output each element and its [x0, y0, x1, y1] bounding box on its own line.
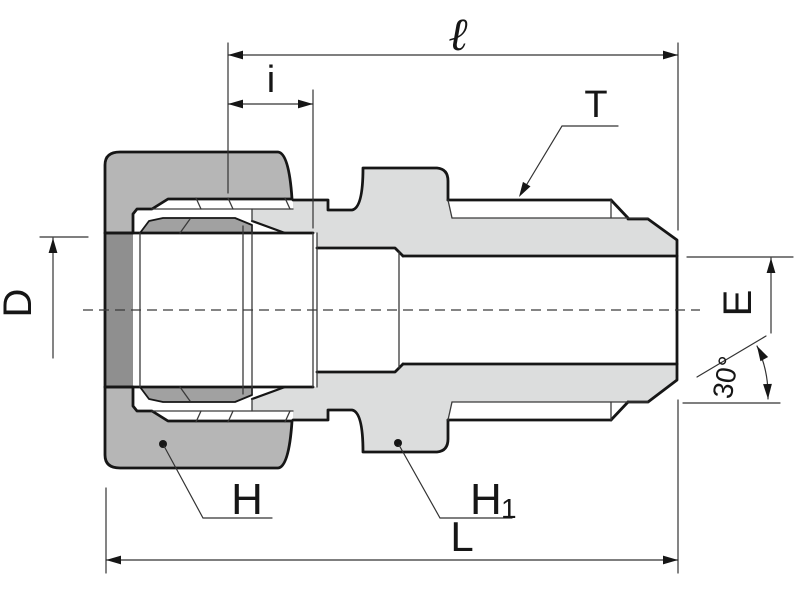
dimension-D: D	[0, 236, 89, 359]
body-cross-section	[252, 168, 677, 452]
dim-label-L: L	[450, 513, 473, 560]
dim-label-ell: ℓ	[448, 7, 468, 61]
dimension-i: i	[227, 59, 314, 229]
nut-cross-section	[103, 150, 294, 470]
dim-label-H1-sub: 1	[501, 493, 517, 524]
dimension-E: E	[686, 256, 794, 334]
callout-T: T	[515, 84, 619, 200]
callout-H: H	[159, 440, 273, 524]
dim-label-H: H	[231, 475, 263, 524]
dim-label-T: T	[584, 84, 607, 126]
dim-label-30deg: 30°	[707, 354, 745, 401]
dim-label-H1: H	[470, 475, 502, 524]
dimension-L: L	[105, 399, 679, 574]
dim-label-E: E	[716, 290, 760, 317]
dim-label-i: i	[267, 59, 275, 101]
dimension-ell: ℓ	[227, 7, 679, 231]
dim-label-D: D	[0, 289, 40, 318]
callout-H1: H 1	[394, 439, 517, 524]
dimension-angle-30: 30°	[682, 335, 781, 404]
